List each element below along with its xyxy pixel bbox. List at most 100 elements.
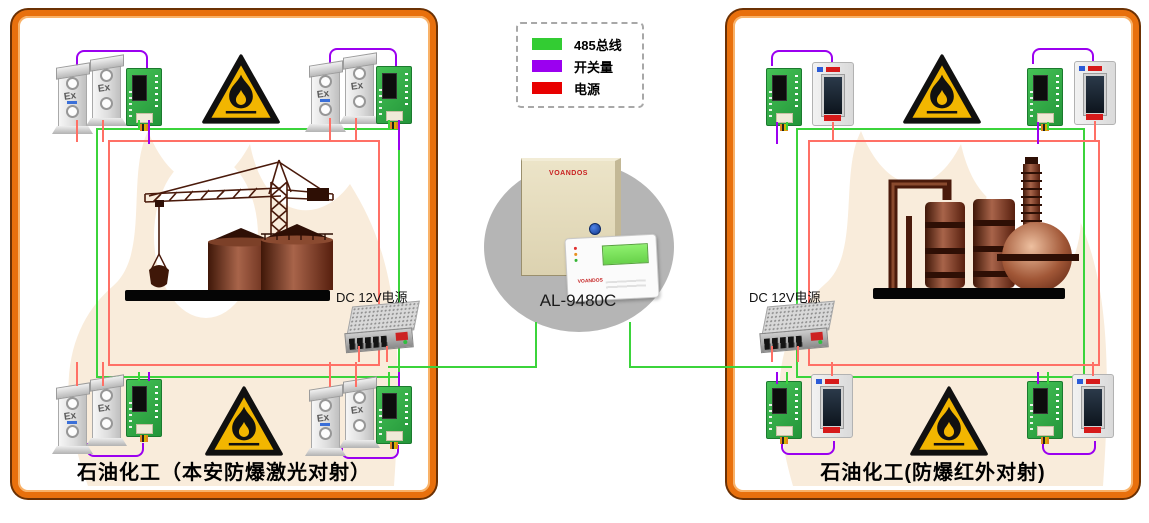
detector-label (1084, 427, 1101, 433)
ex-laser-detector: Ex (86, 54, 127, 126)
bus-wire (388, 366, 537, 368)
legend-label: 485总线 (574, 37, 622, 53)
lens-icon (353, 419, 366, 432)
detector-base (52, 446, 93, 454)
power-loop (108, 140, 380, 366)
switch-wire-arc (771, 50, 833, 66)
bus-wire (786, 122, 788, 130)
ex-laser-detector: Ex (86, 374, 127, 446)
ex-marking: Ex (97, 402, 111, 415)
detector-base (305, 124, 346, 132)
infrared-beam-detector (1072, 374, 1114, 438)
switch-wire (398, 120, 400, 150)
pcb-ticks (379, 89, 382, 115)
switch-wire-arc (781, 441, 835, 455)
detector-window (821, 387, 843, 428)
ex-laser-detector: Ex (52, 62, 93, 134)
pcb-connector-wires (390, 122, 398, 129)
lens-icon (66, 77, 79, 90)
power-wire (76, 120, 78, 142)
legend-box: 485总线 开关量 电源 (516, 22, 644, 108)
lens-icon (353, 67, 366, 80)
detector-tag (320, 99, 330, 102)
power-wire (358, 346, 360, 362)
pcb-connector-wires (1041, 437, 1049, 444)
flammable-warning-sign (201, 383, 287, 459)
pcb-pins (1056, 75, 1059, 107)
detector-tag (67, 421, 77, 424)
lens-icon (319, 103, 332, 116)
keypad-lcd (601, 243, 649, 266)
pcb-connector-wires (390, 442, 398, 449)
keypad-led (574, 252, 578, 256)
legend-row: 485总线 (532, 33, 642, 55)
lens-icon (353, 391, 366, 404)
pcb-pins (155, 386, 158, 418)
lens-icon (66, 425, 79, 438)
bus-wire (629, 322, 631, 368)
pcb-ticks (129, 402, 132, 428)
cabinet-lock-button (589, 223, 601, 235)
flammable-warning-sign (899, 51, 985, 127)
psu-label: DC 12V电源 (336, 290, 408, 305)
oil-depot-crane-illustration (125, 159, 334, 301)
lens-icon (100, 97, 113, 110)
legend-swatch-power (532, 82, 562, 94)
flammable-warning-sign (198, 51, 284, 127)
detector-base (339, 440, 380, 448)
laser-detector-pair: Ex Ex (52, 54, 140, 135)
power-wire (329, 362, 331, 387)
detector-base (339, 116, 380, 124)
switch-wire-arc (1042, 441, 1096, 455)
ex-laser-detector: Ex (52, 382, 93, 454)
power-wire (832, 122, 834, 142)
switch-wire-arc (1032, 48, 1094, 64)
switch-wire (1037, 122, 1039, 144)
cabinet-brand: VOANDOS (549, 170, 588, 177)
infrared-beam-detector (812, 62, 854, 126)
pcb-pins (155, 75, 158, 107)
legend-row: 电源 (532, 77, 642, 99)
switch-wire (148, 120, 150, 144)
power-wire (386, 346, 388, 362)
keypad-led (573, 246, 577, 250)
detector-window (1084, 74, 1106, 115)
keypad-buttons (605, 279, 647, 290)
detector-logo (817, 67, 823, 72)
keypad-led (574, 258, 578, 262)
power-wire (355, 362, 357, 387)
detector-label (825, 379, 839, 384)
ex-laser-detector: Ex (339, 52, 380, 124)
power-wire (76, 362, 78, 386)
power-wire (102, 362, 104, 386)
laser-detector-pair: Ex Ex (305, 52, 393, 133)
bus-485-loop (96, 128, 400, 378)
flammable-warning-sign (906, 383, 992, 459)
legend-label: 开关量 (574, 59, 614, 75)
keypad-brand: VOANDOS (577, 277, 604, 285)
pcb-pins (405, 393, 408, 425)
bus-wire (388, 372, 390, 386)
lens-icon (66, 397, 79, 410)
ex-marking: Ex (350, 404, 364, 417)
pcb-ticks (769, 91, 772, 117)
detector-label (823, 427, 840, 433)
detector-label (1086, 114, 1103, 120)
switch-wire (148, 372, 150, 381)
bus-wire (629, 366, 792, 368)
bus-wire (786, 372, 788, 384)
detector-window (822, 75, 844, 116)
pcb-ticks (379, 409, 382, 435)
refinery-illustration (873, 157, 1079, 299)
lens-icon (319, 399, 332, 412)
pcb-pins (1056, 388, 1059, 420)
detector-base (86, 118, 127, 126)
interface-circuit-board (766, 68, 802, 131)
lens-icon (353, 95, 366, 108)
pcb-pins (795, 388, 798, 420)
interface-circuit-board (376, 386, 412, 449)
dc-power-supply (342, 300, 422, 355)
pcb-ticks (1030, 404, 1033, 430)
switch-wire-arc (329, 48, 397, 66)
